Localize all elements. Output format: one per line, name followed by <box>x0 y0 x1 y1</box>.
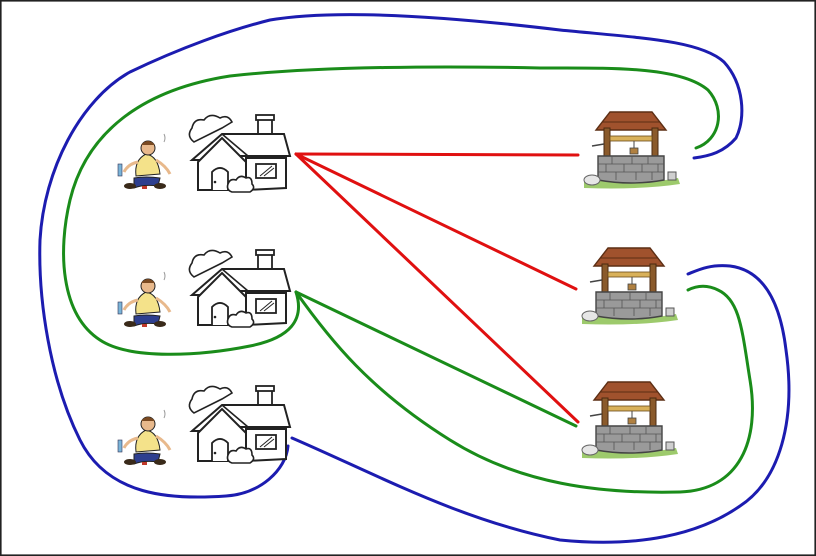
well-group-3[interactable] <box>581 381 679 460</box>
green-line-house2-well2 <box>294 284 754 494</box>
blue-line-house3-well1 <box>38 13 744 499</box>
well-group-2[interactable] <box>581 247 679 326</box>
connection-lines <box>38 13 791 544</box>
house-2-icon <box>188 249 291 328</box>
well-2-icon <box>581 247 679 326</box>
red-line-house1-well2 <box>294 152 578 291</box>
resident-2-icon <box>116 270 172 329</box>
red-line-house1-well1 <box>294 152 580 157</box>
well-1-icon <box>583 111 681 190</box>
resident-3-icon <box>116 408 172 467</box>
green-line-house2-well1 <box>62 65 720 356</box>
well-3-icon <box>581 381 679 460</box>
well-group-1[interactable] <box>583 111 681 190</box>
house-1-icon <box>188 114 291 193</box>
red-line-house1-well3 <box>294 152 580 424</box>
house-group-3[interactable] <box>116 385 291 467</box>
green-line-house2-well3 <box>294 290 578 428</box>
house-3-icon <box>188 385 291 464</box>
house-group-2[interactable] <box>116 249 291 329</box>
house-group-1[interactable] <box>116 114 291 193</box>
blue-line-house3-well2 <box>290 264 791 544</box>
resident-1-icon <box>116 132 172 191</box>
